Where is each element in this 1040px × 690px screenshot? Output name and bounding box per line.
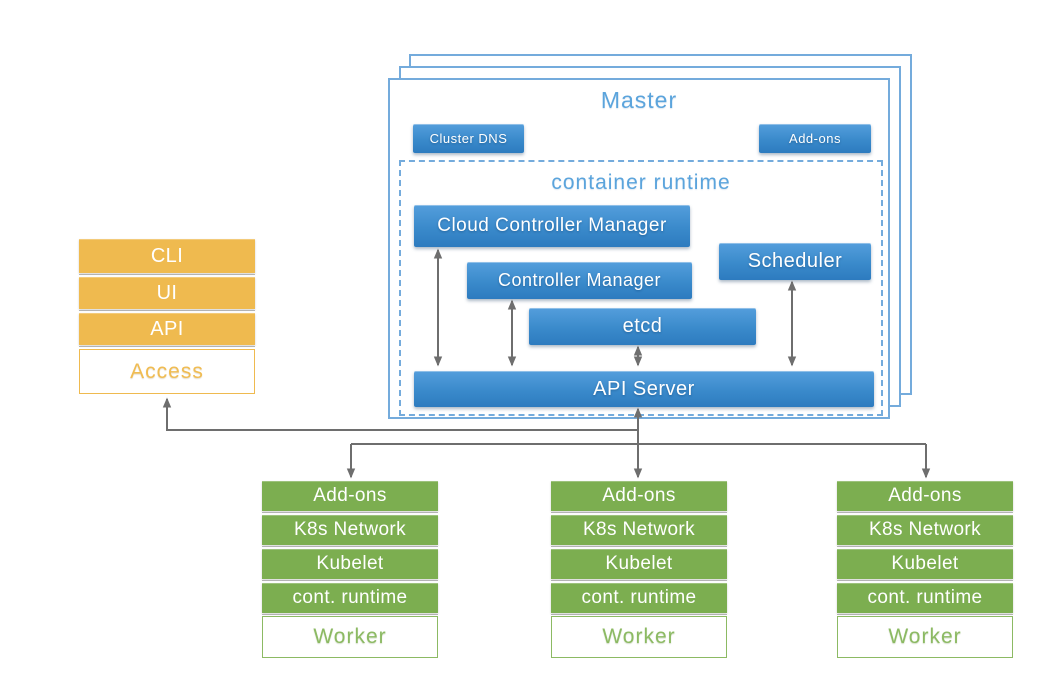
worker-stack-2: Add-ons K8s Network Kubelet cont. runtim… xyxy=(551,481,727,658)
stack-separator xyxy=(262,545,438,549)
stack-separator xyxy=(837,579,1013,583)
api-server-box: API Server xyxy=(414,371,874,407)
worker-row-cont-runtime: cont. runtime xyxy=(262,583,438,613)
access-row-ui: UI xyxy=(79,277,255,309)
access-row-cli: CLI xyxy=(79,239,255,273)
scheduler-box: Scheduler xyxy=(719,243,871,280)
worker-row-addons: Add-ons xyxy=(262,481,438,511)
worker-base-label: Worker xyxy=(262,616,438,658)
container-runtime-title: container runtime xyxy=(551,171,731,194)
stack-separator xyxy=(551,511,727,515)
worker-base-label: Worker xyxy=(551,616,727,658)
stack-separator xyxy=(837,613,1013,616)
stack-separator xyxy=(262,579,438,583)
cloud-controller-manager-box: Cloud Controller Manager xyxy=(414,205,690,247)
worker-row-addons: Add-ons xyxy=(551,481,727,511)
stack-separator xyxy=(79,273,255,277)
stack-separator xyxy=(79,309,255,313)
access-stack: CLI UI API Access xyxy=(79,239,255,394)
container-runtime-box: container runtime Cloud Controller Manag… xyxy=(399,160,883,416)
controller-manager-box: Controller Manager xyxy=(467,262,692,299)
access-base-label: Access xyxy=(79,349,255,394)
worker-row-k8s-network: K8s Network xyxy=(551,515,727,545)
worker-row-k8s-network: K8s Network xyxy=(262,515,438,545)
master-title: Master xyxy=(600,87,678,113)
etcd-box: etcd xyxy=(529,308,756,345)
stack-separator xyxy=(262,613,438,616)
access-row-api: API xyxy=(79,313,255,345)
stack-separator xyxy=(837,511,1013,515)
cluster-dns-box: Cluster DNS xyxy=(413,124,524,153)
worker-stack-1: Add-ons K8s Network Kubelet cont. runtim… xyxy=(262,481,438,658)
worker-row-cont-runtime: cont. runtime xyxy=(551,583,727,613)
stack-separator xyxy=(551,579,727,583)
worker-row-kubelet: Kubelet xyxy=(837,549,1013,579)
worker-row-kubelet: Kubelet xyxy=(551,549,727,579)
stack-separator xyxy=(262,511,438,515)
worker-row-cont-runtime: cont. runtime xyxy=(837,583,1013,613)
stack-separator xyxy=(551,545,727,549)
stack-separator xyxy=(551,613,727,616)
worker-row-k8s-network: K8s Network xyxy=(837,515,1013,545)
worker-stack-3: Add-ons K8s Network Kubelet cont. runtim… xyxy=(837,481,1013,658)
master-addons-box: Add-ons xyxy=(759,124,871,153)
worker-row-kubelet: Kubelet xyxy=(262,549,438,579)
worker-base-label: Worker xyxy=(837,616,1013,658)
stack-separator xyxy=(837,545,1013,549)
master-box: Master Cluster DNS Add-ons container run… xyxy=(388,78,890,419)
worker-row-addons: Add-ons xyxy=(837,481,1013,511)
stack-separator xyxy=(79,345,255,349)
